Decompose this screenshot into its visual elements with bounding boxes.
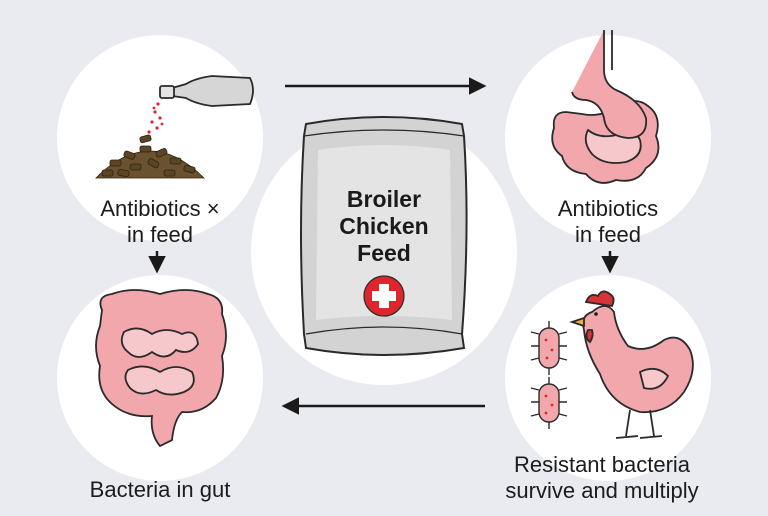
step-label-resistant-bacteria: Resistant bacteria survive and multiply [505, 452, 699, 503]
stomach-intestine-icon [551, 30, 660, 184]
step-label-antibiotics-in-feed: Antibiotics × in feed [100, 196, 220, 247]
step-label-antibiotics-in-feed: Antibiotics in feed [557, 196, 659, 247]
feed-bag-label: Broiler Chicken Feed [339, 186, 429, 266]
bacteria-icon [530, 321, 568, 375]
feed-bag [300, 116, 468, 356]
bacteria-icon [530, 377, 568, 429]
chicken-icon [569, 290, 694, 439]
step-label-bacteria-in-gut: Bacteria in gut [89, 477, 231, 502]
intestine-icon [95, 289, 227, 448]
feed-pellets-icon [95, 134, 205, 179]
medical-cross-icon [363, 275, 405, 317]
antibiotic-bottle-icon [147, 75, 254, 134]
